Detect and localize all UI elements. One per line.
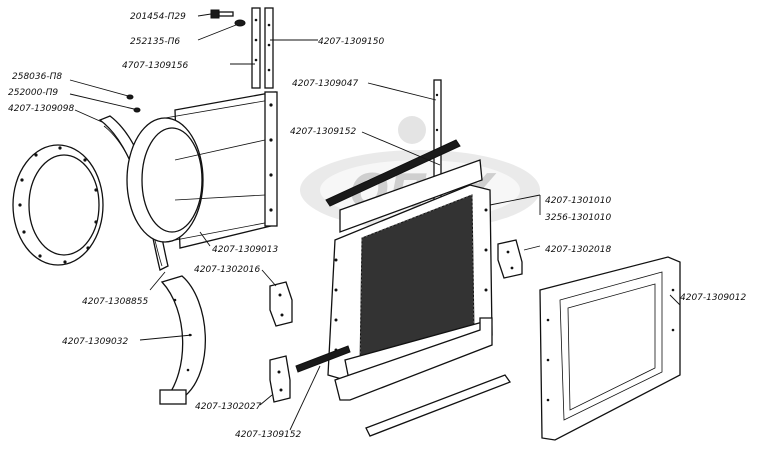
label-washer-small: 258036-П8 [12, 72, 62, 82]
label-bracket-low: 4207-1302027 [195, 402, 262, 412]
label-strut-upper-left: 4707-1309156 [122, 61, 189, 71]
label-bolt: 201454-П29 [130, 12, 186, 22]
label-bracket-right: 4207-1302018 [545, 245, 612, 255]
label-bracket-mid: 4207-1302016 [194, 265, 261, 275]
label-side-strut: 4207-1309047 [292, 79, 359, 89]
label-strut-upper-right: 4207-1309150 [318, 37, 385, 47]
lower-half-shroud [159, 275, 207, 405]
label-shroud: 4207-1309013 [212, 245, 279, 255]
label-seal: 4207-1309098 [8, 104, 75, 114]
shroud-frame [539, 256, 681, 441]
label-washer: 252135-П6 [130, 37, 180, 47]
label-shroud-frame: 4207-1309012 [680, 293, 747, 303]
upper-struts [251, 7, 274, 89]
shroud-cone [126, 91, 278, 249]
label-radiator-2: 3256-1301010 [545, 213, 612, 223]
ring-flange [12, 144, 104, 266]
radiator-base [334, 317, 512, 437]
top-bar [325, 139, 461, 207]
part-labels: 201454-П29 252135-П6 4207-1309150 4707-1… [8, 12, 747, 440]
label-top-bar: 4207-1309152 [290, 127, 357, 137]
leader-lines [69, 13, 681, 431]
label-lower-half: 4207-1309032 [62, 337, 129, 347]
label-ring-clamp: 4207-1308855 [82, 297, 149, 307]
brackets [269, 239, 523, 403]
label-radiator-1: 4207-1301010 [545, 196, 612, 206]
label-nut-small: 252000-П9 [8, 88, 58, 98]
bottom-bar [295, 345, 351, 373]
label-bottom-bar: 4207-1309152 [235, 430, 302, 440]
